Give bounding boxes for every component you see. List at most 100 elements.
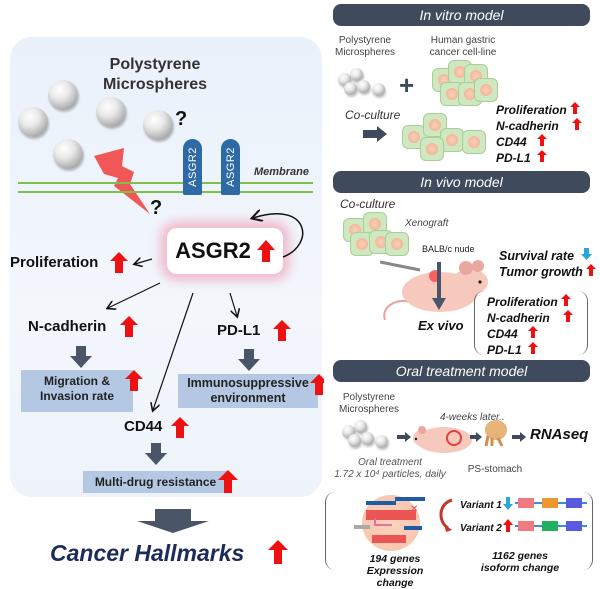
arrow-right-icon: [470, 432, 482, 442]
expression-change-label: 194 genes Expression change: [366, 553, 424, 589]
in-vitro-header: In vitro model: [333, 4, 590, 26]
rnaseq-results-bracket: [325, 492, 593, 570]
big-arrow-down: [137, 509, 209, 533]
result-cd44: CD44: [496, 134, 582, 150]
gene-bar: [372, 535, 406, 543]
cancer-cell: [474, 78, 498, 102]
microsphere: [354, 420, 367, 433]
up-arrow-icon: [268, 540, 288, 564]
down-arrow-icon: [503, 497, 513, 510]
rnaseq-label: RNAseq: [530, 426, 589, 443]
ps-label: Polystyrene Microspheres: [334, 35, 396, 58]
question-mark: ?: [150, 197, 163, 219]
microsphere: [372, 83, 385, 96]
microsphere: [375, 435, 388, 448]
cancer-hallmarks-label: Cancer Hallmarks: [50, 540, 245, 566]
block-arrow-down: [238, 349, 260, 371]
oral-treatment-label: Oral treatment: [358, 457, 422, 468]
variant2-label: Variant 2: [460, 523, 502, 534]
lightning-icon: [94, 148, 150, 214]
stomach-icon: [484, 420, 507, 447]
dose-label: 1.72 x 10⁴ particles, daily: [334, 469, 446, 480]
in-vivo-results: Proliferation N-cadherin CD44 PD-L1: [487, 294, 574, 358]
in-vivo-outcomes: Survival rate Tumor growth: [499, 248, 597, 280]
microsphere: [143, 110, 173, 140]
multidrug-resistance-box: Multi-drug resistance: [83, 471, 228, 493]
in-vivo-header: In vivo model: [333, 171, 590, 193]
outcome-survival: Survival rate: [499, 248, 596, 264]
gene-bar: [395, 497, 425, 501]
block-arrow-down: [70, 346, 92, 368]
membrane-line: [18, 182, 313, 184]
asgr2-receptor: ASGR2: [183, 139, 202, 195]
exon: [566, 521, 582, 531]
microsphere: [53, 139, 83, 169]
gene-bar: [366, 501, 396, 505]
exon: [518, 521, 534, 531]
proliferation-label: Proliferation: [10, 254, 99, 271]
microsphere: [361, 432, 374, 445]
isoform-change-label: 1162 genes isoform change: [480, 550, 560, 574]
plus-icon: +: [399, 70, 415, 100]
result-proliferation: Proliferation: [496, 102, 582, 118]
oral-treatment-header: Oral treatment model: [333, 360, 590, 382]
result-pdl1: PD-L1: [487, 342, 573, 358]
arrow-right-icon: [512, 432, 526, 442]
up-arrow-icon: [171, 417, 189, 438]
transcription-arrow: [374, 518, 392, 526]
block-arrow-right: [363, 126, 387, 142]
ps-label: Polystyrene Microspheres: [338, 392, 400, 415]
gene-bar: [354, 525, 370, 529]
gene-bar: [404, 526, 422, 530]
later-label: 4-weeks later..: [440, 412, 505, 423]
up-arrow-icon: [120, 316, 138, 337]
microsphere: [96, 97, 126, 127]
arrow-right-icon: [397, 432, 411, 442]
ps-stomach-label: PS-stomach: [467, 464, 523, 475]
cancer-cell: [440, 128, 464, 152]
exon: [518, 498, 534, 508]
cancer-cell: [462, 130, 486, 154]
ncadherin-label: N-cadherin: [28, 318, 107, 335]
in-vitro-results: Proliferation N-cadherin CD44 PD-L1: [496, 102, 583, 166]
exon: [542, 498, 558, 508]
pdl1-label: PD-L1: [217, 322, 261, 339]
block-arrow-down: [145, 443, 167, 465]
xenograft-label: Xenograft: [405, 218, 449, 229]
up-arrow-icon: [503, 519, 513, 532]
immunosuppressive-box: Immunosuppressive environment: [178, 374, 318, 408]
cancer-cell: [385, 232, 409, 256]
mouse-strain-label: BALB/c nude: [422, 244, 475, 254]
up-arrow-icon: [273, 320, 291, 341]
asgr2-node: ASGR2: [167, 228, 283, 274]
variant1-label: Variant 1: [460, 500, 502, 511]
cancer-cell: [420, 137, 444, 161]
mouse-icon: [413, 426, 472, 453]
exon: [566, 498, 582, 508]
microspheres-title: Polystyrene Microspheres: [102, 56, 208, 93]
asgr2-receptor: ASGR2: [221, 139, 240, 195]
up-arrow-icon: [218, 470, 238, 493]
coculture-label: Co-culture: [340, 197, 396, 211]
arrow-down-icon: [432, 262, 446, 310]
membrane-label: Membrane: [254, 166, 310, 178]
result-proliferation: Proliferation: [487, 294, 573, 310]
result-pdl1: PD-L1: [496, 150, 582, 166]
up-arrow-icon: [256, 240, 275, 262]
result-cd44: CD44: [487, 326, 573, 342]
gene-bar: [366, 510, 416, 520]
coculture-label: Co-culture: [345, 108, 401, 122]
cross-icon: ✕: [410, 504, 419, 515]
microsphere: [18, 107, 48, 137]
ex-vivo-label: Ex vivo: [418, 318, 464, 333]
question-mark: ?: [175, 108, 188, 130]
microsphere: [357, 80, 370, 93]
up-arrow-icon: [125, 370, 143, 391]
microsphere: [348, 434, 361, 447]
cell-line-label: Human gastric cancer cell-line: [429, 35, 497, 58]
ex-vivo-results-bracket: [474, 291, 588, 355]
migration-invasion-box: Migration & Invasion rate: [21, 370, 133, 412]
up-arrow-icon: [586, 264, 597, 276]
up-arrow-icon: [110, 252, 128, 273]
curved-arrow-icon: [439, 498, 453, 532]
